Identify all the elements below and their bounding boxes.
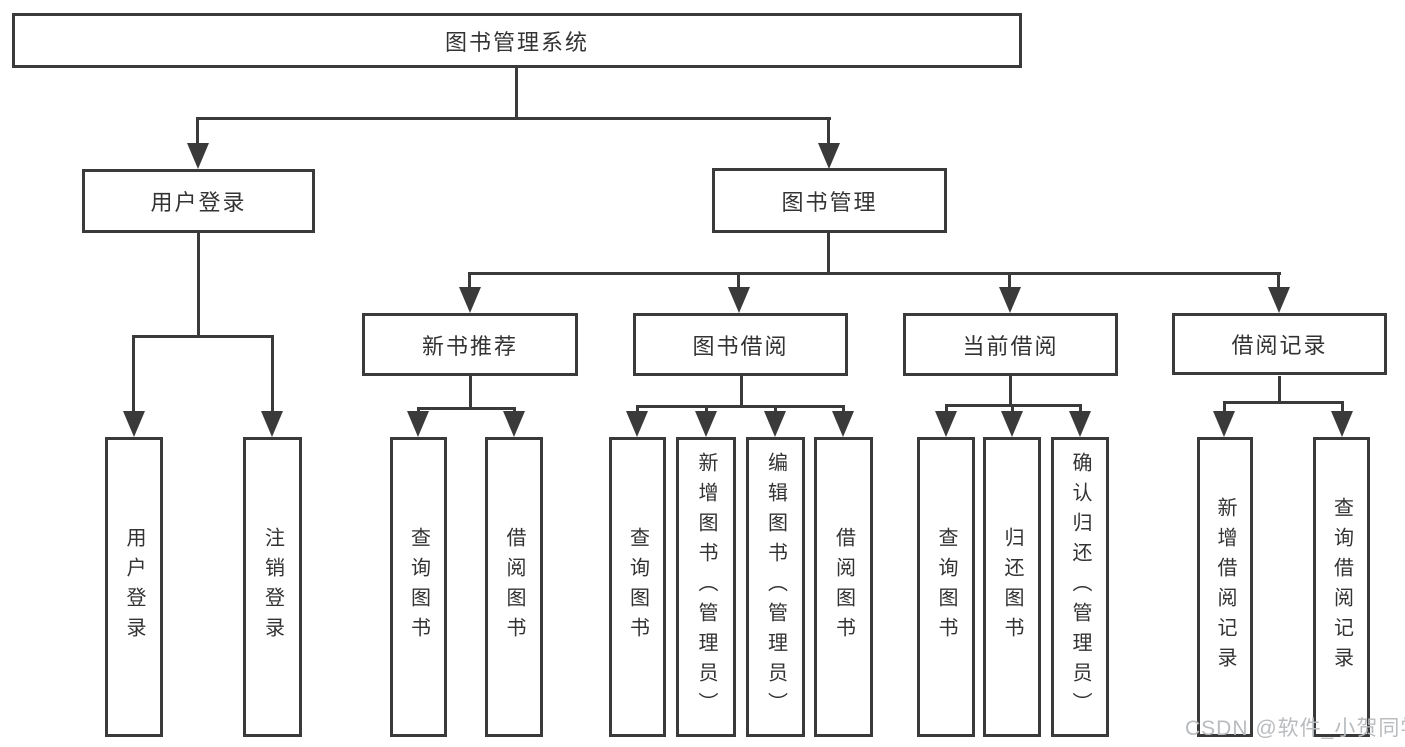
leaf-edit-book-admin: 编辑图书（管理员） <box>746 437 805 737</box>
node-library-management-system: 图书管理系统 <box>12 13 1022 68</box>
node-borrow-record: 借阅记录 <box>1172 313 1387 375</box>
arrow-down-icon <box>818 143 840 169</box>
connector-line <box>417 407 420 414</box>
arrow-down-icon <box>728 287 750 313</box>
node-user-login: 用户登录 <box>82 169 315 233</box>
connector-line <box>1278 376 1281 403</box>
connector-line <box>1223 401 1344 404</box>
node-new-book-recommend: 新书推荐 <box>362 313 578 376</box>
connector-line <box>774 405 777 413</box>
connector-line <box>133 335 274 338</box>
leaf-query-book-2: 查询图书 <box>609 437 666 737</box>
arrow-down-icon <box>1001 411 1023 437</box>
arrow-down-icon <box>832 411 854 437</box>
connector-line <box>1009 376 1012 406</box>
connector-line <box>1341 401 1344 413</box>
connector-line <box>197 117 831 120</box>
connector-line <box>737 272 740 289</box>
leaf-user-login: 用户登录 <box>105 437 163 737</box>
node-book-borrow: 图书借阅 <box>633 313 848 376</box>
connector-line <box>1008 272 1011 289</box>
leaf-query-borrow-record: 查询借阅记录 <box>1313 437 1370 737</box>
connector-line <box>740 376 743 407</box>
connector-line <box>513 407 516 414</box>
arrow-down-icon <box>1268 287 1290 313</box>
connector-line <box>271 335 274 413</box>
connector-line <box>468 272 471 289</box>
connector-line <box>1079 404 1082 413</box>
node-book-management: 图书管理 <box>712 168 947 233</box>
arrow-down-icon <box>187 143 209 169</box>
connector-line <box>705 405 708 413</box>
connector-line <box>1277 272 1280 289</box>
leaf-borrow-book-1: 借阅图书 <box>485 437 543 737</box>
connector-line <box>827 117 830 145</box>
arrow-down-icon <box>459 287 481 313</box>
connector-line <box>197 233 200 337</box>
leaf-logout: 注销登录 <box>243 437 302 737</box>
arrow-down-icon <box>407 411 429 437</box>
connector-line <box>469 376 472 409</box>
leaf-query-book-3: 查询图书 <box>917 437 975 737</box>
arrow-down-icon <box>1331 411 1353 437</box>
arrow-down-icon <box>503 411 525 437</box>
arrow-down-icon <box>1069 411 1091 437</box>
leaf-add-borrow-record: 新增借阅记录 <box>1197 437 1253 737</box>
arrow-down-icon <box>935 411 957 437</box>
connector-line <box>636 405 845 408</box>
connector-line <box>196 117 199 145</box>
connector-line <box>1223 401 1226 413</box>
arrow-down-icon <box>626 411 648 437</box>
arrow-down-icon <box>123 411 145 437</box>
connector-line <box>417 407 516 410</box>
leaf-add-book-admin: 新增图书（管理员） <box>676 437 736 737</box>
connector-line <box>469 272 1281 275</box>
connector-line <box>132 335 135 413</box>
arrow-down-icon <box>999 287 1021 313</box>
leaf-query-book-1: 查询图书 <box>390 437 447 737</box>
arrow-down-icon <box>764 411 786 437</box>
watermark: CSDN @软件_小贺同学 <box>1185 717 1405 740</box>
arrow-down-icon <box>1213 411 1235 437</box>
node-current-borrow: 当前借阅 <box>903 313 1118 376</box>
leaf-borrow-book-2: 借阅图书 <box>814 437 873 737</box>
leaf-confirm-return-admin: 确认归还（管理员） <box>1051 437 1109 737</box>
connector-line <box>827 233 830 274</box>
leaf-return-book: 归还图书 <box>983 437 1041 737</box>
connector-line <box>945 404 948 413</box>
connector-line <box>636 405 639 413</box>
connector-line <box>515 68 518 119</box>
arrow-down-icon <box>695 411 717 437</box>
connector-line <box>1011 404 1014 413</box>
arrow-down-icon <box>261 411 283 437</box>
connector-line <box>842 405 845 413</box>
